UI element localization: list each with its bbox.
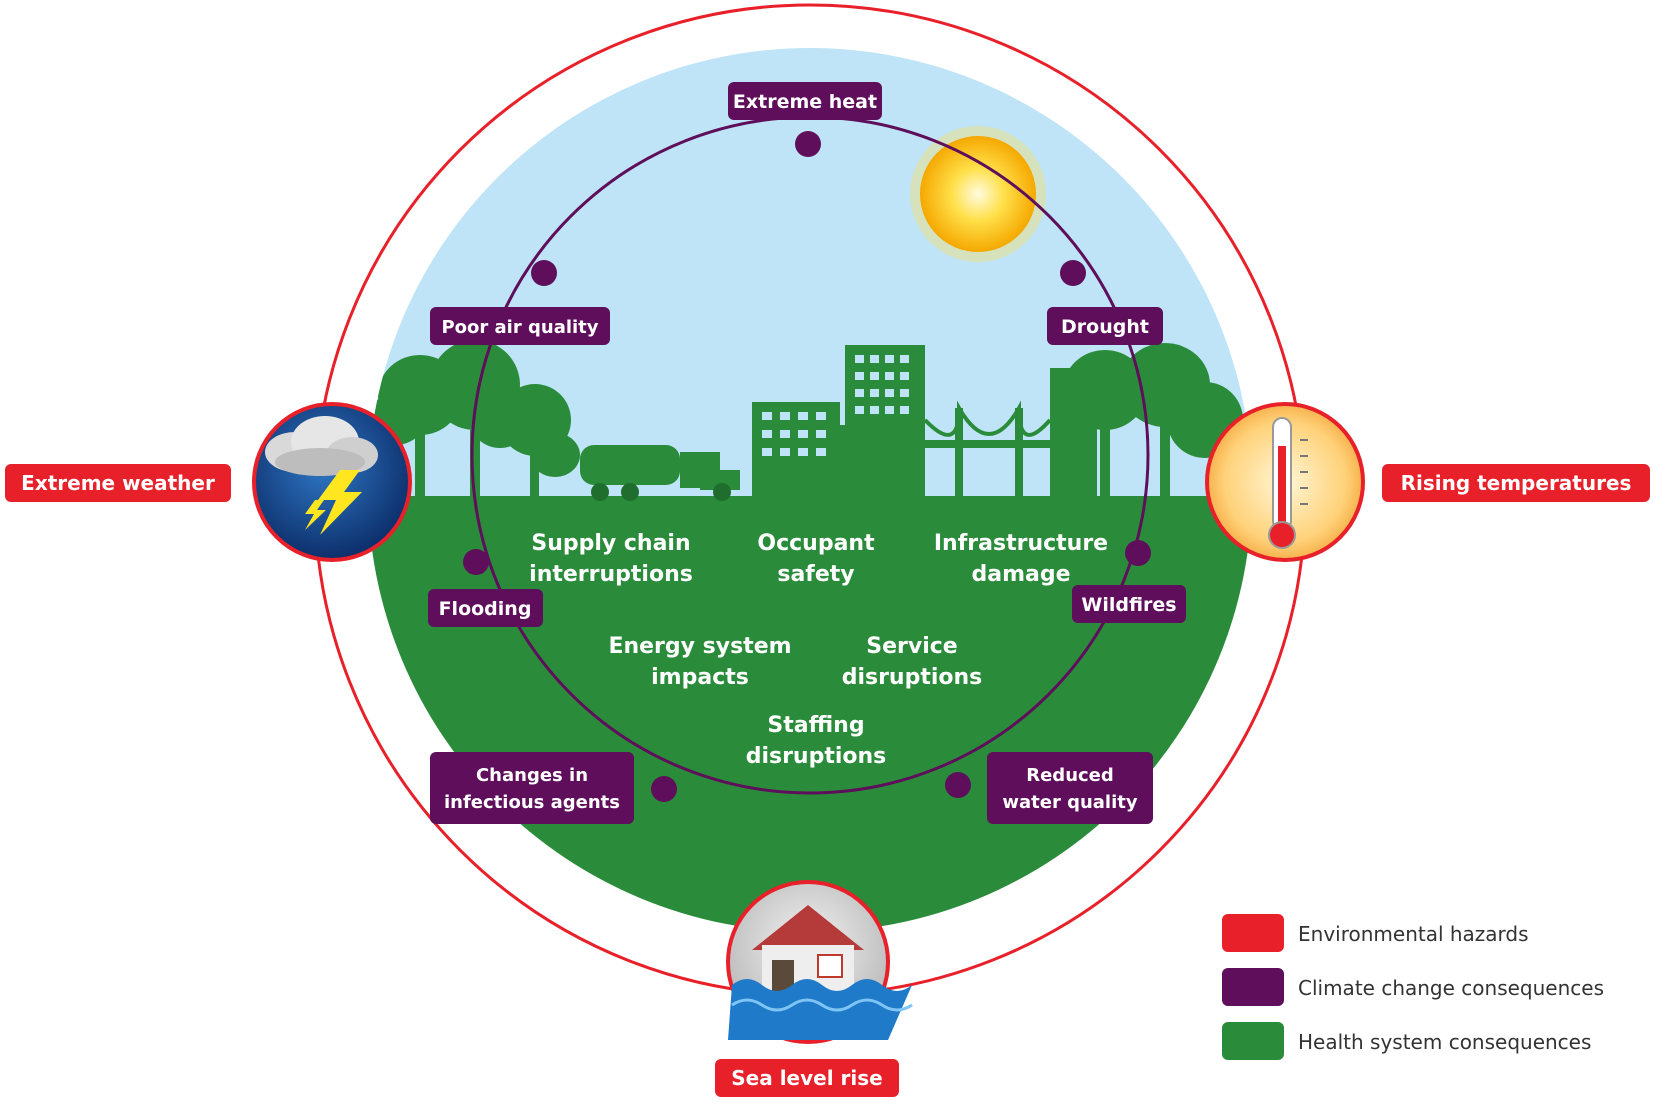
legend-label-climate: Climate change consequences xyxy=(1298,976,1604,1000)
sun-icon xyxy=(910,126,1046,262)
drought-text: Drought xyxy=(1061,316,1149,338)
storm-cloud-lightning-icon xyxy=(252,402,412,562)
legend-swatch-health xyxy=(1222,1022,1284,1060)
hazard-label-extreme-weather: Extreme weather xyxy=(5,464,231,502)
supply-chain-line1: Supply chain xyxy=(531,531,690,556)
legend-label-health: Health system consequences xyxy=(1298,1030,1591,1054)
occupant-safety-line1: Occupant xyxy=(757,531,875,556)
changes-in-text: Changes in xyxy=(476,765,588,786)
climate-label-wildfires: Wildfires xyxy=(1072,585,1186,623)
tanker-truck xyxy=(580,445,740,501)
hazard-label-sea-level-rise: Sea level rise xyxy=(715,1059,899,1097)
flooding-text: Flooding xyxy=(439,598,532,620)
legend: Environmental hazards Climate change con… xyxy=(1222,914,1604,1060)
infrastructure-line1: Infrastructure xyxy=(934,531,1108,556)
ring-nodes xyxy=(463,131,1151,802)
legend-label-environmental: Environmental hazards xyxy=(1298,922,1529,946)
extreme-heat-text: Extreme heat xyxy=(733,91,877,113)
water-quality-text: water quality xyxy=(1002,792,1138,813)
climate-label-changes-infectious-agents: Changes in infectious agents xyxy=(430,752,634,824)
suspension-bridge xyxy=(923,400,1052,500)
climate-label-drought: Drought xyxy=(1047,307,1163,345)
poor-air-quality-text: Poor air quality xyxy=(441,317,598,338)
thermometer-icon xyxy=(1205,402,1365,562)
rising-temperatures-text: Rising temperatures xyxy=(1401,471,1632,495)
staffing-line1: Staffing xyxy=(767,713,864,738)
building-windows xyxy=(762,355,909,456)
energy-system-line2: impacts xyxy=(651,665,749,690)
climate-label-flooding: Flooding xyxy=(428,589,543,627)
flooded-house-icon xyxy=(726,880,913,1044)
staffing-line2: disruptions xyxy=(746,744,887,769)
service-line1: Service xyxy=(866,634,957,659)
infrastructure-line2: damage xyxy=(971,562,1070,587)
energy-system-line1: Energy system xyxy=(608,634,791,659)
hazard-label-rising-temperatures: Rising temperatures xyxy=(1382,464,1650,502)
health-consequences: Supply chain interruptions Occupant safe… xyxy=(529,531,1108,769)
service-line2: disruptions xyxy=(842,665,983,690)
left-trees xyxy=(368,340,580,500)
infectious-agents-text: infectious agents xyxy=(444,792,620,813)
wildfires-text: Wildfires xyxy=(1081,594,1176,616)
reduced-text: Reduced xyxy=(1026,765,1114,786)
sea-level-rise-text: Sea level rise xyxy=(731,1066,882,1090)
occupant-safety-line2: safety xyxy=(777,562,854,587)
climate-label-reduced-water-quality: Reduced water quality xyxy=(987,752,1153,824)
legend-swatch-climate xyxy=(1222,968,1284,1006)
climate-label-extreme-heat: Extreme heat xyxy=(728,82,882,120)
climate-label-poor-air-quality: Poor air quality xyxy=(430,307,610,345)
supply-chain-line2: interruptions xyxy=(529,562,693,587)
legend-swatch-environmental xyxy=(1222,914,1284,952)
extreme-weather-text: Extreme weather xyxy=(21,471,215,495)
